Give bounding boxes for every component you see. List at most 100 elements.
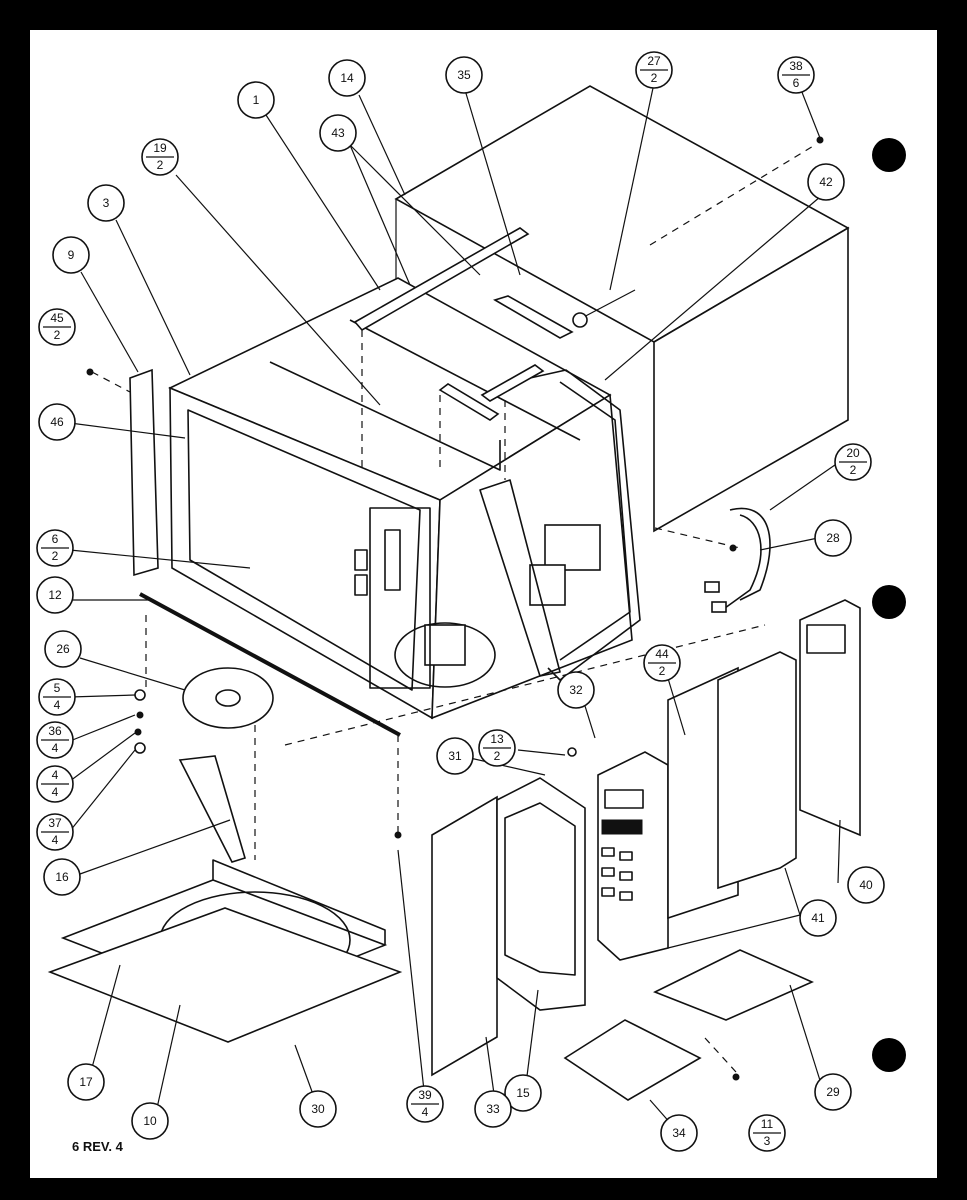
svg-text:14: 14 [340, 71, 354, 85]
svg-text:2: 2 [659, 664, 666, 678]
svg-text:4: 4 [422, 1105, 429, 1119]
svg-text:15: 15 [516, 1086, 530, 1100]
callout-45-2: 452 [38, 308, 76, 346]
callout-6-2: 62 [36, 529, 74, 567]
motor-bracket-part [178, 755, 246, 863]
svg-text:30: 30 [311, 1102, 325, 1116]
svg-text:36: 36 [48, 724, 62, 738]
callout-35: 35 [445, 56, 483, 94]
svg-text:5: 5 [54, 681, 61, 695]
registration-hole-top [872, 138, 906, 172]
svg-text:29: 29 [826, 1085, 840, 1099]
svg-text:11: 11 [761, 1117, 774, 1131]
svg-text:20: 20 [846, 446, 860, 460]
svg-text:3: 3 [103, 196, 110, 210]
callout-26: 26 [44, 630, 82, 668]
svg-text:2: 2 [157, 158, 164, 172]
bottom-cover-part [47, 907, 403, 1043]
callout-41: 41 [799, 899, 837, 937]
callout-16: 16 [43, 858, 81, 896]
svg-text:45: 45 [50, 311, 64, 325]
callout-36-4: 364 [36, 721, 74, 759]
fastener-stack [86, 136, 824, 1081]
svg-text:9: 9 [68, 248, 75, 262]
callout-1: 1 [237, 81, 275, 119]
callout-44-2: 442 [643, 644, 681, 682]
door-frame-part [496, 777, 586, 1011]
revision-label: 6 REV. 4 [72, 1139, 123, 1154]
door-panel-part [431, 795, 498, 1077]
callout-46: 46 [38, 403, 76, 441]
callout-12: 12 [36, 576, 74, 614]
svg-text:44: 44 [655, 647, 669, 661]
svg-text:2: 2 [651, 71, 658, 85]
svg-text:33: 33 [486, 1102, 500, 1116]
svg-text:46: 46 [50, 415, 64, 429]
svg-text:26: 26 [56, 642, 70, 656]
svg-text:27: 27 [647, 54, 661, 68]
svg-text:4: 4 [52, 741, 59, 755]
registration-hole-bottom [872, 1038, 906, 1072]
svg-text:4: 4 [54, 698, 61, 712]
svg-text:2: 2 [52, 549, 59, 563]
svg-text:2: 2 [494, 749, 501, 763]
svg-text:6: 6 [52, 532, 59, 546]
callout-11-3: 113 [748, 1114, 786, 1152]
registration-hole-middle [872, 585, 906, 619]
svg-text:43: 43 [331, 126, 345, 140]
svg-text:16: 16 [55, 870, 69, 884]
side-rail-part [129, 368, 159, 577]
bottom-rail-part [139, 592, 401, 737]
internal-components [354, 507, 601, 689]
svg-text:39: 39 [418, 1088, 432, 1102]
svg-text:2: 2 [54, 328, 61, 342]
assembly-guides [91, 144, 816, 1073]
svg-text:17: 17 [79, 1075, 93, 1089]
callout-27-2: 272 [635, 51, 673, 89]
turntable-coupler-part [182, 667, 274, 729]
callout-33: 33 [474, 1090, 512, 1128]
outer-cabinet-part [394, 85, 850, 533]
oven-cavity-part [168, 277, 633, 720]
svg-text:3: 3 [764, 1134, 771, 1148]
svg-text:41: 41 [811, 911, 825, 925]
callout-3: 3 [87, 184, 125, 222]
control-panel-part [597, 751, 669, 961]
callout-43: 43 [319, 114, 357, 152]
wire-harness-part [704, 507, 771, 613]
callout-28: 28 [814, 519, 852, 557]
callout-39-4: 394 [406, 1085, 444, 1123]
callout-37-4: 374 [36, 813, 74, 851]
callout-31: 31 [436, 737, 474, 775]
svg-text:4: 4 [52, 785, 59, 799]
svg-text:31: 31 [448, 749, 462, 763]
callout-15: 15 [504, 1074, 542, 1112]
callout-14: 14 [328, 59, 366, 97]
svg-text:1: 1 [253, 93, 260, 107]
top-rails [353, 227, 636, 421]
svg-text:32: 32 [569, 683, 583, 697]
callout-4-4: 44 [36, 765, 74, 803]
svg-text:42: 42 [819, 175, 833, 189]
callout-5-4: 54 [38, 678, 76, 716]
callout-17: 17 [67, 1063, 105, 1101]
svg-text:4: 4 [52, 833, 59, 847]
svg-text:37: 37 [48, 816, 62, 830]
callout-38-6: 386 [777, 56, 815, 94]
svg-text:4: 4 [52, 768, 59, 782]
svg-text:35: 35 [457, 68, 471, 82]
callout-40: 40 [847, 866, 885, 904]
svg-text:34: 34 [672, 1126, 686, 1140]
svg-text:28: 28 [826, 531, 840, 545]
svg-text:12: 12 [48, 588, 62, 602]
callout-32: 32 [557, 671, 595, 709]
callout-20-2: 202 [834, 443, 872, 481]
svg-text:13: 13 [490, 732, 504, 746]
front-frame-part [479, 369, 641, 681]
callout-34: 34 [660, 1114, 698, 1152]
exploded-parts-diagram: 1 3 9 10 12 14 15 16 17 192 202 26 272 2… [36, 51, 906, 1152]
callout-10: 10 [131, 1102, 169, 1140]
svg-text:38: 38 [789, 59, 803, 73]
callout-9: 9 [52, 236, 90, 274]
